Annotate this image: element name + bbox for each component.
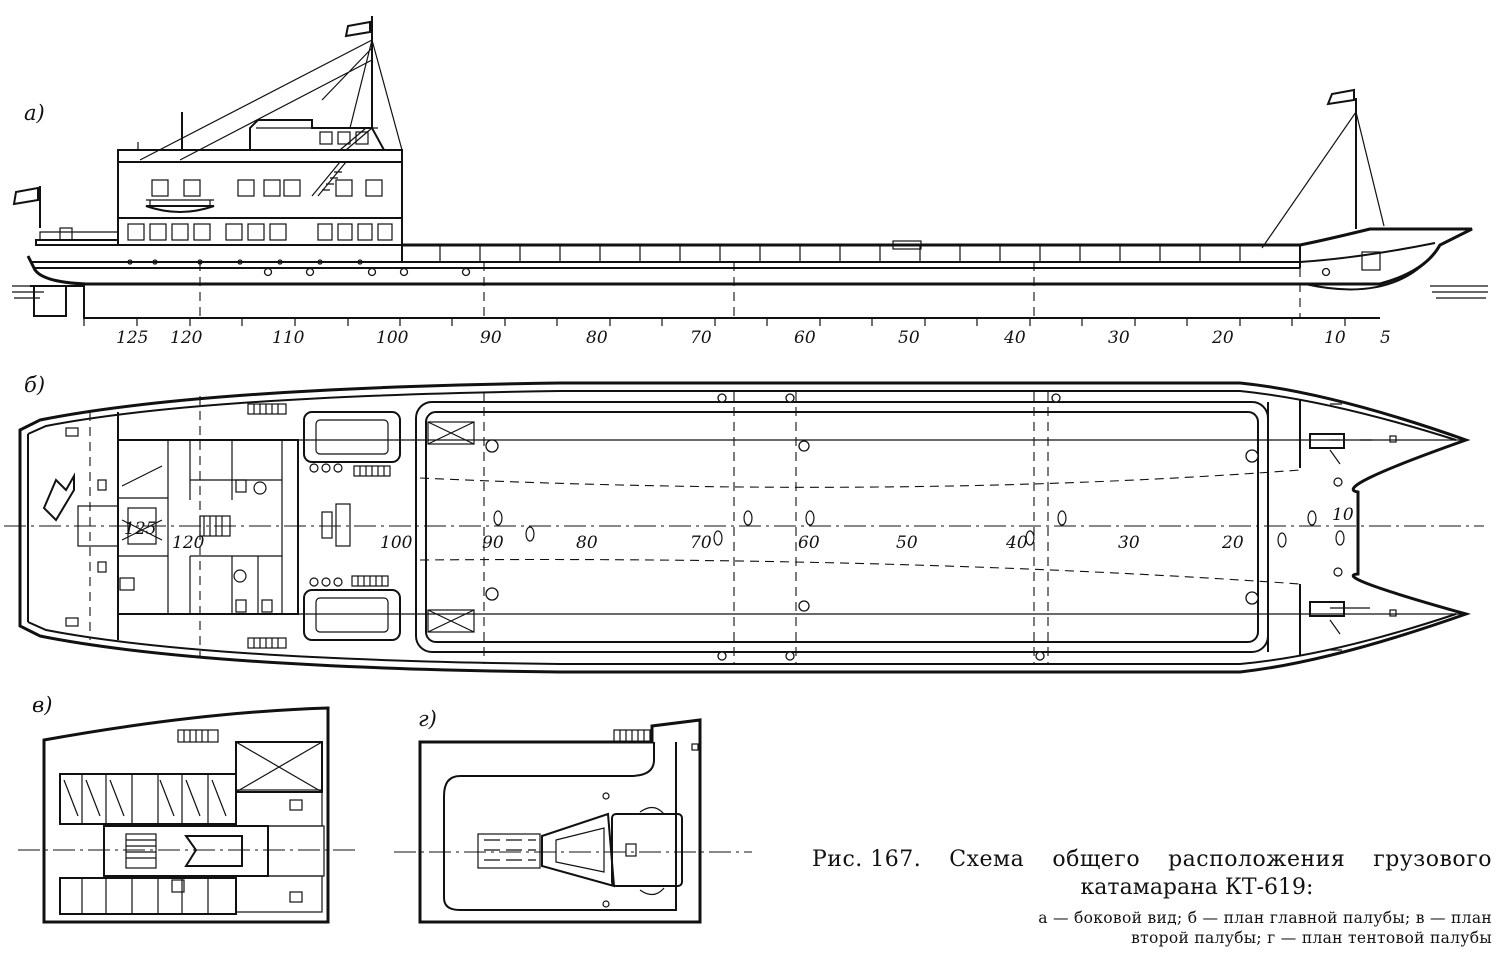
svg-text:100: 100 (376, 328, 409, 348)
hull-outline (26, 227, 1473, 286)
second-deck-plan: в) (18, 693, 360, 924)
main-deck-label: б) (24, 373, 45, 397)
baseline (30, 285, 1380, 319)
frame-ticks (83, 318, 1346, 326)
plan-frame-numbers: 125 120 100 90 80 70 60 50 40 30 20 10 (124, 505, 1354, 553)
flag-icons (12, 20, 1355, 206)
second-deck-outline (42, 706, 330, 924)
svg-text:125: 125 (124, 519, 156, 539)
cargo-coaming (401, 244, 1301, 263)
svg-text:70: 70 (690, 533, 712, 553)
cargo-hold (415, 393, 1269, 661)
svg-text:30: 30 (1118, 533, 1140, 553)
deck-stairs (247, 403, 391, 649)
caption-word: Схема (949, 847, 1025, 872)
svg-text:120: 120 (172, 533, 205, 553)
caption-word: расположения (1168, 847, 1346, 872)
masts (39, 16, 1385, 249)
caption-word: грузового (1373, 847, 1492, 872)
side-view: а) (12, 16, 1488, 348)
stern-fittings (42, 427, 119, 627)
caption-subtitle: катамарана КТ-619: (1080, 875, 1314, 900)
svg-text:70: 70 (690, 328, 712, 348)
svg-text:90: 90 (480, 328, 502, 348)
svg-text:120: 120 (170, 328, 203, 348)
hull-portholes (127, 259, 1331, 277)
second-deck-label: в) (32, 693, 52, 717)
second-deck-corridor (103, 789, 325, 913)
svg-text:125: 125 (116, 328, 148, 348)
caption-word: общего (1052, 847, 1141, 872)
deck-line (30, 242, 1436, 263)
svg-text:80: 80 (576, 533, 598, 553)
caption-legend-line1: а — боковой вид; б — план главной палубы… (1038, 909, 1492, 927)
main-deck-plan: б) (4, 373, 1484, 674)
svg-text:5: 5 (1380, 328, 1391, 348)
anchor-recess (1361, 251, 1381, 271)
awning-deck-plan: г) (394, 707, 752, 924)
cabins-lower (59, 877, 237, 915)
svg-text:20: 20 (1211, 328, 1234, 348)
svg-text:60: 60 (794, 328, 816, 348)
bulkhead-lines (199, 262, 1301, 318)
figure-caption: Рис. 167. Схема общего расположения груз… (812, 846, 1492, 948)
svg-text:20: 20 (1221, 533, 1244, 553)
bow-section (1267, 400, 1397, 656)
svg-text:40: 40 (1003, 328, 1026, 348)
caption-title-line: Рис. 167. Схема общего расположения груз… (812, 846, 1492, 874)
skylight (235, 741, 323, 793)
awning-deck-label: г) (418, 707, 437, 731)
svg-text:30: 30 (1108, 328, 1130, 348)
cabins-upper (59, 773, 237, 825)
wheelhouse-top (477, 806, 683, 896)
svg-text:90: 90 (482, 533, 504, 553)
bow-underwater (1304, 244, 1441, 291)
svg-text:110: 110 (272, 328, 305, 348)
svg-text:10: 10 (1324, 328, 1346, 348)
side-frame-numbers: 125 120 110 100 90 80 70 60 50 40 30 20 … (116, 328, 1391, 348)
awning-deck-outline (418, 718, 702, 924)
engine-hatches (303, 411, 401, 641)
side-view-label: а) (24, 101, 45, 125)
svg-text:80: 80 (586, 328, 608, 348)
superstructure (35, 119, 403, 246)
caption-legend-line2: второй палубы; г — план тентовой палубы (1131, 929, 1492, 947)
svg-text:100: 100 (380, 533, 413, 553)
svg-text:10: 10 (1332, 505, 1354, 525)
caption-number: Рис. 167. (812, 847, 922, 872)
svg-text:50: 50 (896, 533, 918, 553)
hull-plan-outline (18, 381, 1471, 674)
svg-text:60: 60 (798, 533, 820, 553)
rudder (33, 285, 67, 317)
svg-text:50: 50 (898, 328, 920, 348)
svg-text:40: 40 (1005, 533, 1028, 553)
